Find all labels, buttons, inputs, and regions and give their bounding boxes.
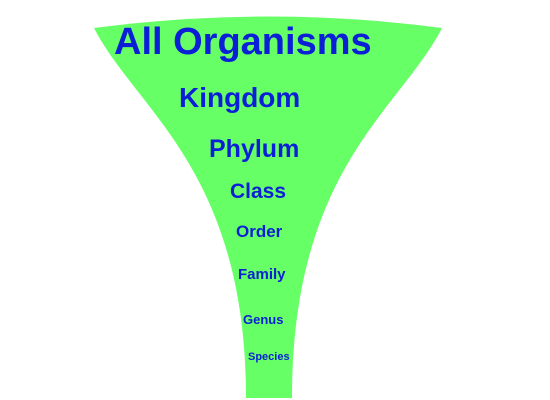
rank-label-kingdom: Kingdom (179, 82, 300, 113)
rank-label-family: Family (238, 266, 286, 283)
rank-label-all-organisms: All Organisms (114, 21, 372, 63)
rank-label-phylum: Phylum (209, 135, 299, 163)
funnel-shape (94, 16, 442, 398)
rank-label-order: Order (236, 222, 283, 241)
rank-label-class: Class (230, 180, 286, 203)
rank-label-genus: Genus (243, 312, 283, 327)
rank-label-species: Species (248, 351, 290, 363)
rank-labels: All Organisms Kingdom Phylum Class Order… (114, 21, 372, 363)
